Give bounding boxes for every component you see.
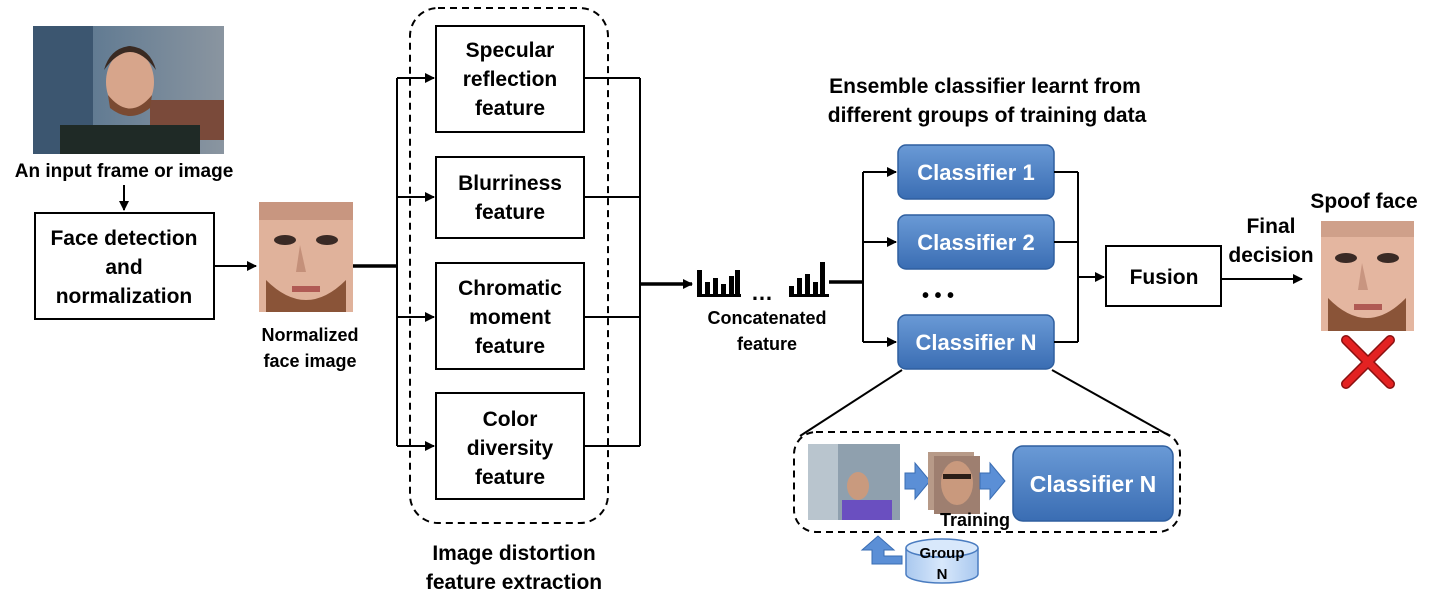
training-label: Training <box>940 510 1010 530</box>
chromatic-line-1: Chromatic <box>458 277 562 300</box>
training-classifier-n-label: Classifier N <box>1030 471 1157 497</box>
classifier-n-label: Classifier N <box>915 330 1036 355</box>
histogram-icon <box>697 270 741 297</box>
classifier-merge-lines <box>1054 171 1079 343</box>
blurriness-line-1: Blurriness <box>458 172 562 195</box>
specular-feature-box <box>435 25 585 133</box>
color-diversity-line-2: diversity <box>467 437 554 460</box>
final-decision-line-1: Final <box>1246 215 1295 238</box>
arrow-up-icon <box>860 535 903 565</box>
ensemble-caption-line-2: different groups of training data <box>828 104 1147 127</box>
spoof-face-image <box>1321 221 1414 331</box>
concatenated-ellipsis: … <box>751 280 773 305</box>
group-label-line-2: N <box>937 566 948 583</box>
chromatic-line-2: moment <box>469 306 551 329</box>
normalized-face-image <box>259 202 353 312</box>
feature-extraction-container <box>409 7 609 524</box>
specular-line-3: feature <box>475 97 545 120</box>
specular-line-1: Specular <box>466 39 555 62</box>
final-decision-line-2: decision <box>1228 244 1313 267</box>
extraction-caption-line-2: feature extraction <box>426 571 602 594</box>
database-icon <box>905 538 979 584</box>
classifier-1-label: Classifier 1 <box>917 160 1034 185</box>
input-frame-image <box>33 26 224 154</box>
concatenated-caption-line-2: feature <box>737 334 797 354</box>
classifier-2-label: Classifier 2 <box>917 230 1034 255</box>
merge-lines <box>584 77 641 447</box>
concatenated-caption-line-1: Concatenated <box>707 308 826 328</box>
input-caption: An input frame or image <box>15 161 234 182</box>
face-detection-line-3: normalization <box>56 285 193 308</box>
arrow-right-icon <box>904 461 931 501</box>
training-detail-container <box>793 431 1181 533</box>
normalized-caption-line-1: Normalized <box>261 325 358 345</box>
extraction-caption-line-1: Image distortion <box>432 542 595 565</box>
histogram-icon <box>789 262 829 297</box>
cross-mark-icon <box>1341 335 1395 389</box>
arrow-right-icon <box>979 461 1006 501</box>
zoom-line-left <box>799 369 903 437</box>
chromatic-line-3: feature <box>475 335 545 358</box>
blurriness-line-2: feature <box>475 201 545 224</box>
face-detection-line-1: Face detection <box>50 227 197 250</box>
spoof-face-caption: Spoof face <box>1310 190 1417 213</box>
zoom-line-right <box>1051 369 1171 437</box>
group-label-line-1: Group <box>920 545 965 562</box>
ensemble-caption-line-1: Ensemble classifier learnt from <box>829 75 1141 98</box>
classifier-ellipsis: • • • <box>922 285 954 307</box>
training-images-stack-icon <box>808 444 900 520</box>
fusion-box <box>1105 245 1222 307</box>
training-classifier-n-box <box>1012 445 1174 522</box>
chromatic-feature-box <box>435 262 585 370</box>
blurriness-feature-box <box>435 156 585 239</box>
training-faces-stack-icon <box>928 452 980 514</box>
color-diversity-line-1: Color <box>483 408 538 431</box>
specular-line-2: reflection <box>463 68 558 91</box>
face-detection-box <box>34 212 215 320</box>
fusion-label: Fusion <box>1130 266 1199 289</box>
normalized-caption-line-2: face image <box>263 351 356 371</box>
face-detection-line-2: and <box>105 256 142 279</box>
color-diversity-line-3: feature <box>475 466 545 489</box>
